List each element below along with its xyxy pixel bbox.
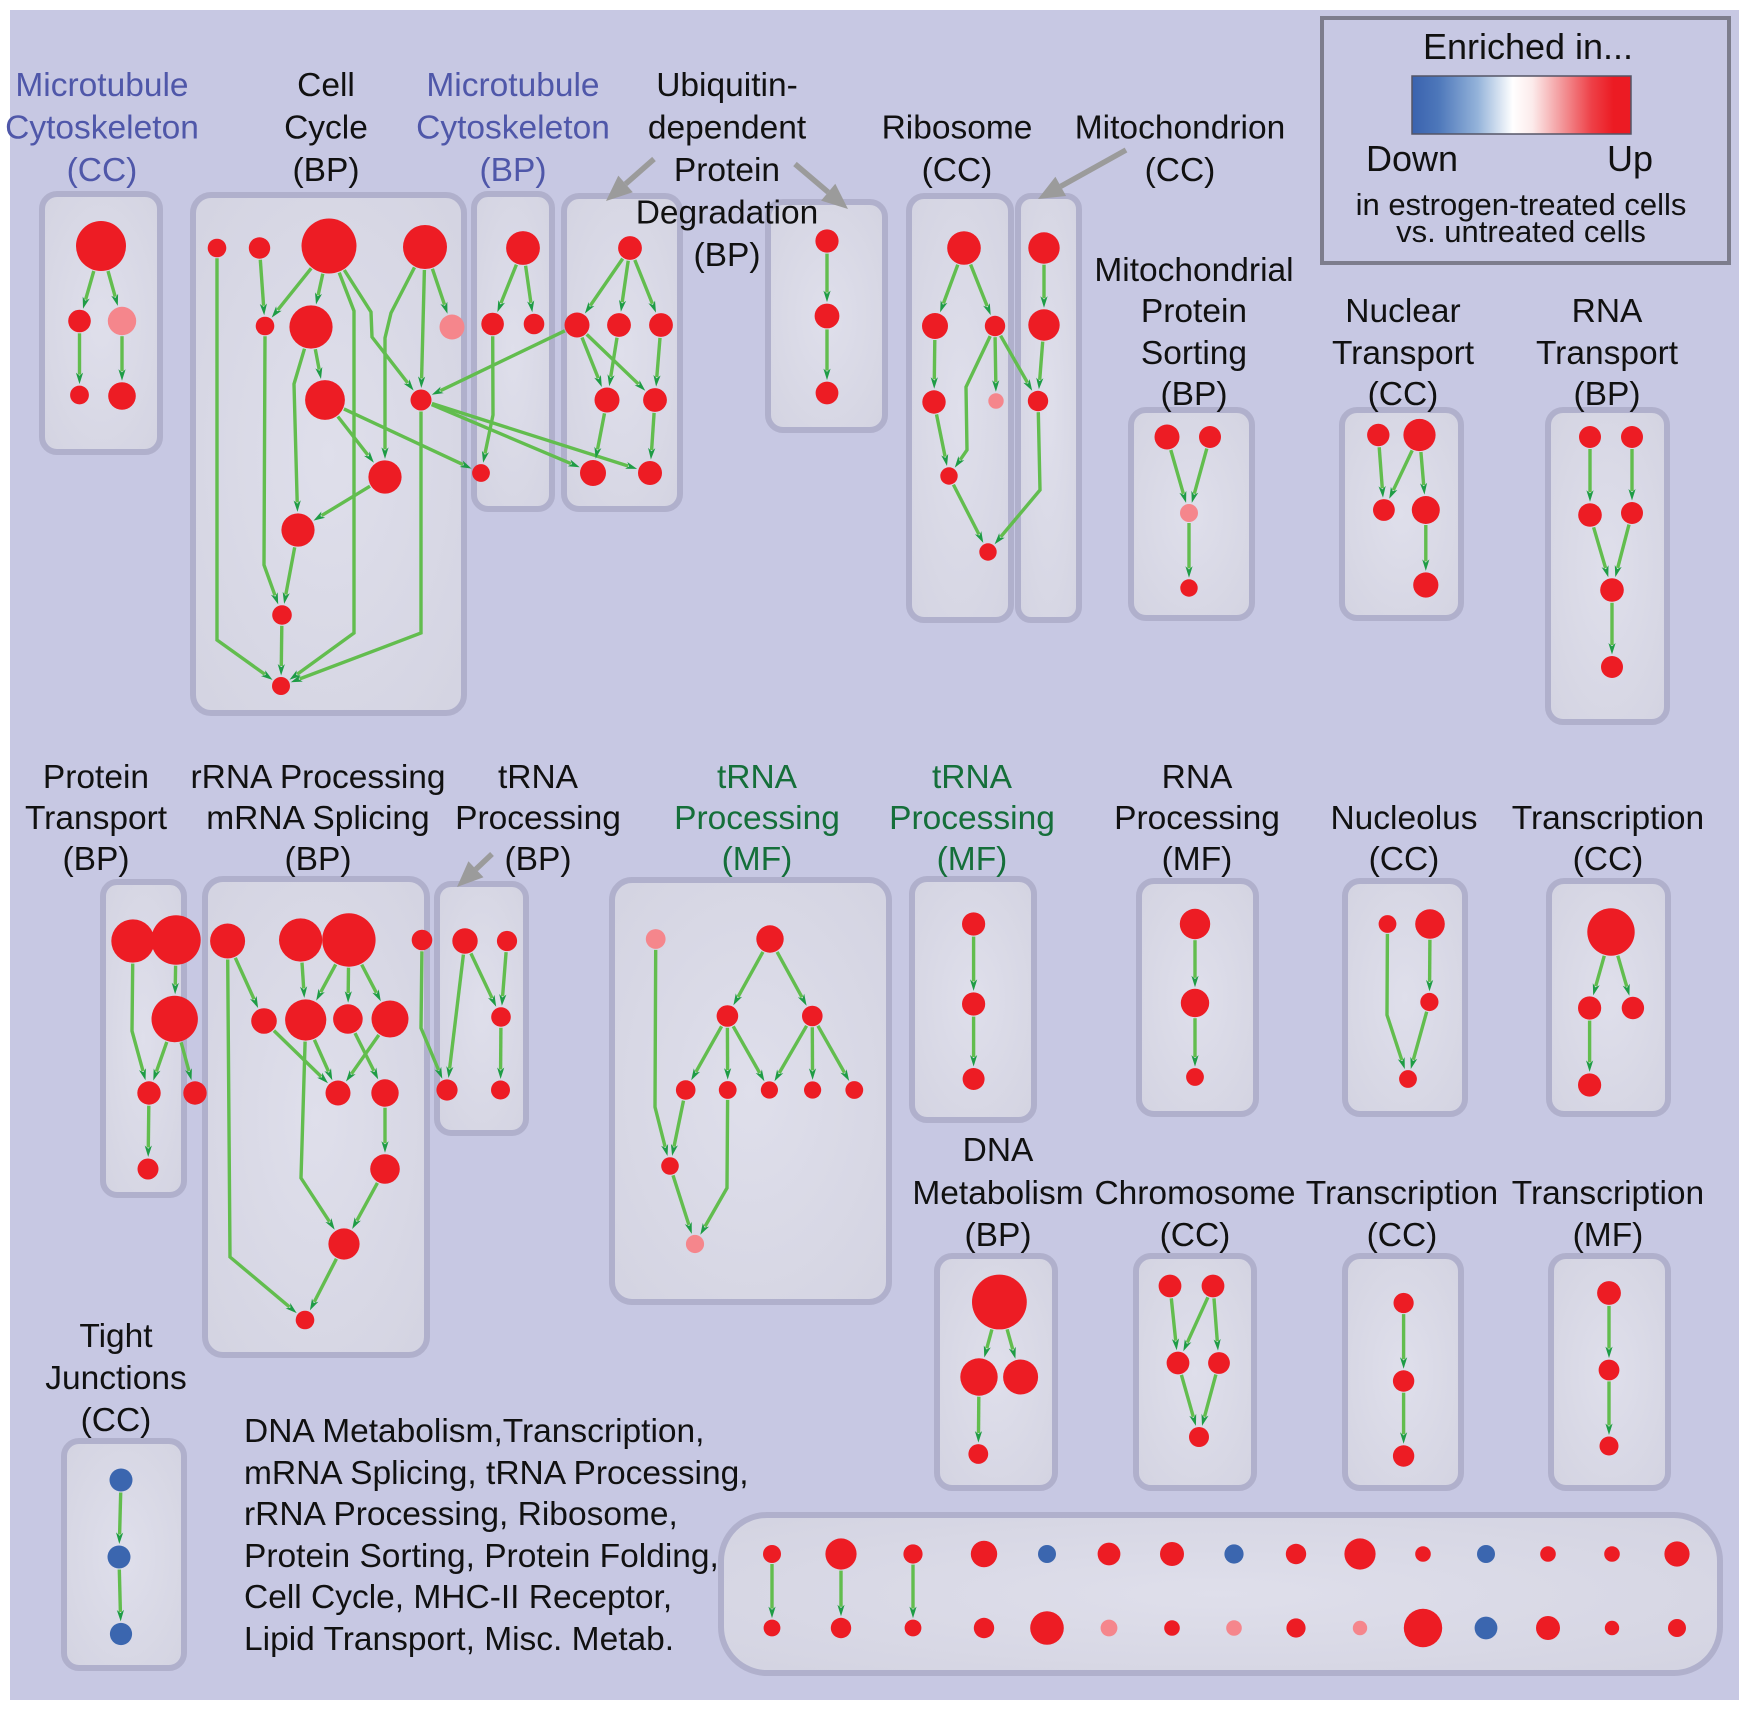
- svg-text:Microtubule: Microtubule: [15, 67, 188, 104]
- svg-text:dependent: dependent: [648, 110, 807, 147]
- svg-text:(CC): (CC): [81, 1402, 152, 1439]
- svg-text:Down: Down: [1366, 138, 1458, 179]
- svg-text:(MF): (MF): [937, 841, 1008, 878]
- svg-text:Nucleolus: Nucleolus: [1330, 800, 1477, 837]
- svg-text:in estrogen-treated cells: in estrogen-treated cells: [1356, 187, 1687, 222]
- svg-text:Transport: Transport: [25, 800, 168, 837]
- svg-text:Protein: Protein: [43, 759, 149, 796]
- svg-text:(BP): (BP): [965, 1217, 1032, 1254]
- svg-text:(CC): (CC): [1160, 1217, 1231, 1254]
- svg-text:Cycle: Cycle: [284, 110, 368, 147]
- svg-text:Lipid Transport, Misc. Metab.: Lipid Transport, Misc. Metab.: [244, 1621, 674, 1658]
- svg-text:(MF): (MF): [1573, 1217, 1644, 1254]
- svg-text:tRNA: tRNA: [717, 759, 798, 796]
- svg-text:tRNA: tRNA: [932, 759, 1013, 796]
- svg-text:Ubiquitin-: Ubiquitin-: [656, 67, 798, 104]
- svg-text:Cell Cycle, MHC-II Receptor,: Cell Cycle, MHC-II Receptor,: [244, 1579, 672, 1616]
- svg-text:Protein Sorting, Protein Foldi: Protein Sorting, Protein Folding,: [244, 1538, 719, 1575]
- svg-text:rRNA Processing, Ribosome,: rRNA Processing, Ribosome,: [244, 1496, 678, 1533]
- svg-text:rRNA Processing: rRNA Processing: [190, 759, 445, 796]
- svg-text:RNA: RNA: [1572, 293, 1643, 330]
- svg-text:(CC): (CC): [67, 152, 138, 189]
- svg-text:(MF): (MF): [1162, 841, 1233, 878]
- svg-text:(BP): (BP): [63, 841, 130, 878]
- svg-text:Transcription: Transcription: [1306, 1175, 1498, 1212]
- svg-text:(CC): (CC): [1145, 152, 1216, 189]
- svg-text:(BP): (BP): [1574, 376, 1641, 413]
- svg-text:Microtubule: Microtubule: [426, 67, 599, 104]
- svg-text:Transport: Transport: [1536, 335, 1679, 372]
- svg-text:Sorting: Sorting: [1141, 335, 1247, 372]
- svg-text:Cytoskeleton: Cytoskeleton: [416, 110, 610, 147]
- svg-text:mRNA Splicing, tRNA Processing: mRNA Splicing, tRNA Processing,: [244, 1455, 749, 1492]
- svg-text:DNA Metabolism,Transcription,: DNA Metabolism,Transcription,: [244, 1413, 704, 1450]
- svg-text:(BP): (BP): [1161, 376, 1228, 413]
- svg-text:DNA: DNA: [963, 1132, 1034, 1169]
- svg-text:Transcription: Transcription: [1512, 800, 1704, 837]
- svg-text:Processing: Processing: [674, 800, 840, 837]
- svg-text:(CC): (CC): [1369, 841, 1440, 878]
- svg-text:Metabolism: Metabolism: [912, 1175, 1083, 1212]
- svg-text:(CC): (CC): [1367, 1217, 1438, 1254]
- svg-text:(BP): (BP): [293, 152, 360, 189]
- svg-text:Nuclear: Nuclear: [1345, 293, 1460, 330]
- svg-text:Protein: Protein: [1141, 293, 1247, 330]
- svg-text:Transcription: Transcription: [1512, 1175, 1704, 1212]
- svg-text:Ribosome: Ribosome: [882, 110, 1033, 147]
- svg-text:(BP): (BP): [505, 841, 572, 878]
- svg-text:Chromosome: Chromosome: [1094, 1175, 1295, 1212]
- svg-text:tRNA: tRNA: [498, 759, 579, 796]
- svg-text:Protein: Protein: [674, 152, 780, 189]
- svg-text:Junctions: Junctions: [45, 1360, 187, 1397]
- svg-text:Mitochondrion: Mitochondrion: [1075, 110, 1285, 147]
- svg-text:(MF): (MF): [722, 841, 793, 878]
- svg-text:RNA: RNA: [1162, 759, 1233, 796]
- svg-text:Tight: Tight: [79, 1318, 153, 1355]
- svg-text:Up: Up: [1607, 138, 1653, 179]
- svg-text:(BP): (BP): [694, 237, 761, 274]
- svg-text:Mitochondrial: Mitochondrial: [1094, 252, 1293, 289]
- svg-text:(CC): (CC): [1573, 841, 1644, 878]
- svg-text:Processing: Processing: [455, 800, 621, 837]
- svg-text:Enriched in...: Enriched in...: [1423, 26, 1633, 67]
- svg-text:(CC): (CC): [922, 152, 993, 189]
- svg-text:Processing: Processing: [889, 800, 1055, 837]
- svg-text:Cell: Cell: [297, 67, 355, 104]
- svg-text:Transport: Transport: [1332, 335, 1475, 372]
- svg-text:mRNA Splicing: mRNA Splicing: [206, 800, 429, 837]
- svg-text:Cytoskeleton: Cytoskeleton: [5, 110, 199, 147]
- svg-text:(CC): (CC): [1368, 376, 1439, 413]
- svg-text:Processing: Processing: [1114, 800, 1280, 837]
- svg-text:(BP): (BP): [285, 841, 352, 878]
- svg-text:vs. untreated cells: vs. untreated cells: [1396, 214, 1646, 249]
- svg-text:Degradation: Degradation: [636, 195, 819, 232]
- svg-text:(BP): (BP): [480, 152, 547, 189]
